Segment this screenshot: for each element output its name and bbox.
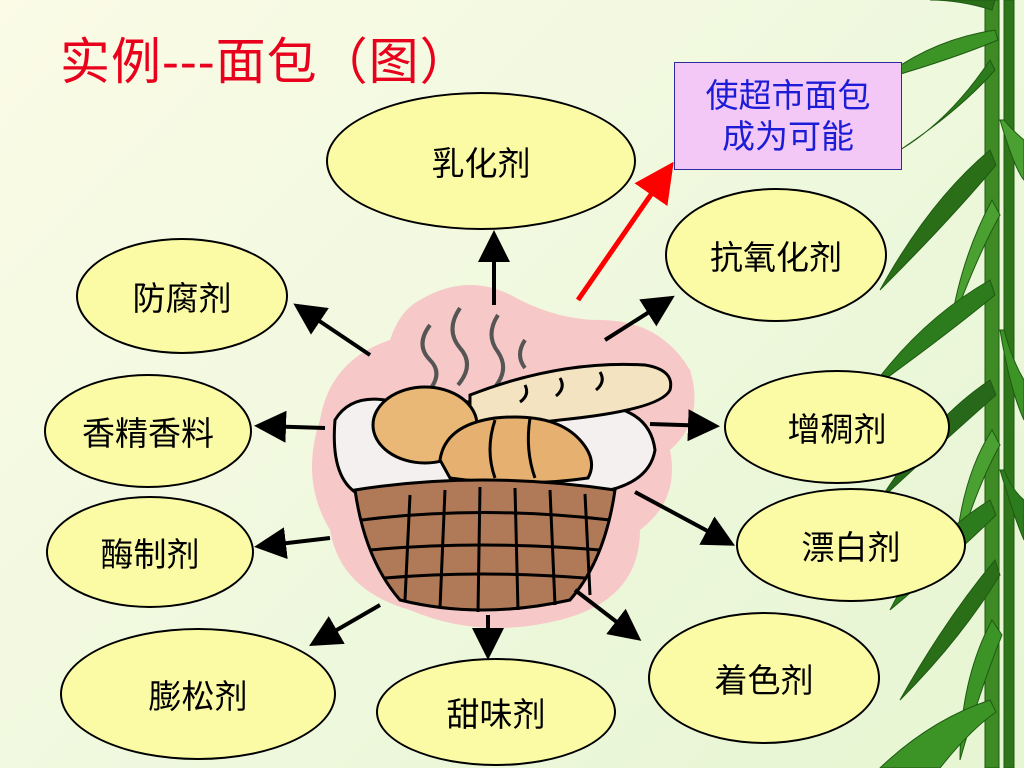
additive-label: 漂白剂 bbox=[801, 528, 901, 567]
additive-colorant: 着色剂 bbox=[648, 612, 880, 744]
additive-thickener: 增稠剂 bbox=[724, 370, 950, 484]
additive-label: 抗氧化剂 bbox=[710, 238, 842, 277]
additive-label: 防腐剂 bbox=[132, 279, 232, 318]
arrow-icon bbox=[309, 603, 382, 647]
callout-note: 使超市面包 成为可能 bbox=[674, 62, 902, 170]
callout-line-1: 使超市面包 bbox=[705, 76, 871, 115]
arrow-icon bbox=[634, 490, 736, 546]
page-title: 实例---面包（图） bbox=[60, 33, 471, 91]
additive-preservative: 防腐剂 bbox=[76, 238, 288, 354]
additive-label: 酶制剂 bbox=[100, 535, 200, 574]
additive-bleach: 漂白剂 bbox=[736, 488, 966, 602]
red-arrow-icon bbox=[575, 161, 674, 302]
additive-label: 着色剂 bbox=[714, 661, 814, 700]
arrow-icon bbox=[254, 527, 331, 560]
additive-flavor: 香精香料 bbox=[44, 374, 252, 488]
callout-line-2: 成为可能 bbox=[722, 117, 854, 156]
arrow-icon bbox=[254, 410, 326, 443]
arrow-icon bbox=[573, 588, 642, 641]
additive-emulsifier: 乳化剂 bbox=[326, 92, 636, 230]
arrow-icon bbox=[293, 303, 372, 357]
arrow-icon bbox=[603, 295, 675, 342]
additive-label: 增稠剂 bbox=[787, 410, 887, 449]
arrow-icon bbox=[649, 409, 720, 442]
additive-label: 乳化剂 bbox=[431, 144, 531, 183]
additive-label: 膨松剂 bbox=[148, 677, 248, 716]
additive-leavening: 膨松剂 bbox=[60, 628, 336, 760]
additive-label: 甜味剂 bbox=[446, 695, 546, 734]
additive-antioxidant: 抗氧化剂 bbox=[665, 188, 887, 322]
additive-sweetener: 甜味剂 bbox=[376, 658, 616, 766]
additive-label: 香精香料 bbox=[82, 414, 214, 453]
additive-enzyme: 酶制剂 bbox=[46, 496, 254, 608]
